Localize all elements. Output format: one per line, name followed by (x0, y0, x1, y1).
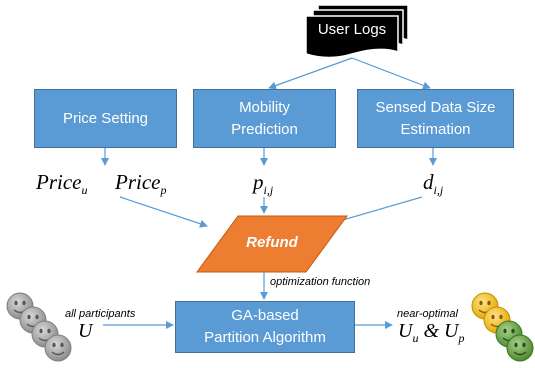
mobility-prediction-box: Mobility Prediction (193, 89, 336, 148)
p-ij-label: pi,j (253, 170, 274, 198)
d-ij-label: di,j (423, 170, 444, 198)
near-optimal-label: near-optimal (397, 308, 458, 320)
result-smiley-group (471, 292, 534, 362)
price-setting-box: Price Setting (34, 89, 177, 148)
price-p-label: Pricep (115, 170, 167, 198)
ga-partition-box: GA-based Partition Algorithm (175, 301, 355, 353)
all-participants-label: all participants (65, 308, 136, 320)
mobility-prediction-line2: Prediction (231, 120, 298, 138)
user-logs-label: User Logs (317, 21, 387, 38)
refund-label: Refund (246, 234, 298, 251)
price-setting-label: Price Setting (62, 109, 149, 127)
arrow-logs-to-sensed (351, 57, 431, 90)
arrow-price-to-refund (119, 196, 208, 228)
refund-shape (196, 215, 348, 273)
green-smiley-icon (506, 334, 534, 362)
sensed-data-line1: Sensed Data Size (375, 98, 496, 116)
arrow-logs-to-mobility (268, 57, 353, 90)
gray-smiley-icon (44, 334, 72, 362)
user-logs-shape (305, 4, 409, 59)
sensed-data-line2: Estimation (400, 120, 471, 138)
ga-partition-line1: GA-based (231, 307, 299, 324)
optimization-function-label: optimization function (270, 276, 371, 288)
u-label: U (78, 320, 93, 342)
ga-partition-line2: Partition Algorithm (204, 329, 326, 346)
gray-smiley-group (6, 292, 72, 362)
mobility-prediction-line1: Mobility (239, 98, 290, 116)
price-u-label: Priceu (36, 170, 88, 198)
sensed-data-box: Sensed Data Size Estimation (357, 89, 514, 148)
uu-up-label: Uu & Up (398, 320, 465, 345)
